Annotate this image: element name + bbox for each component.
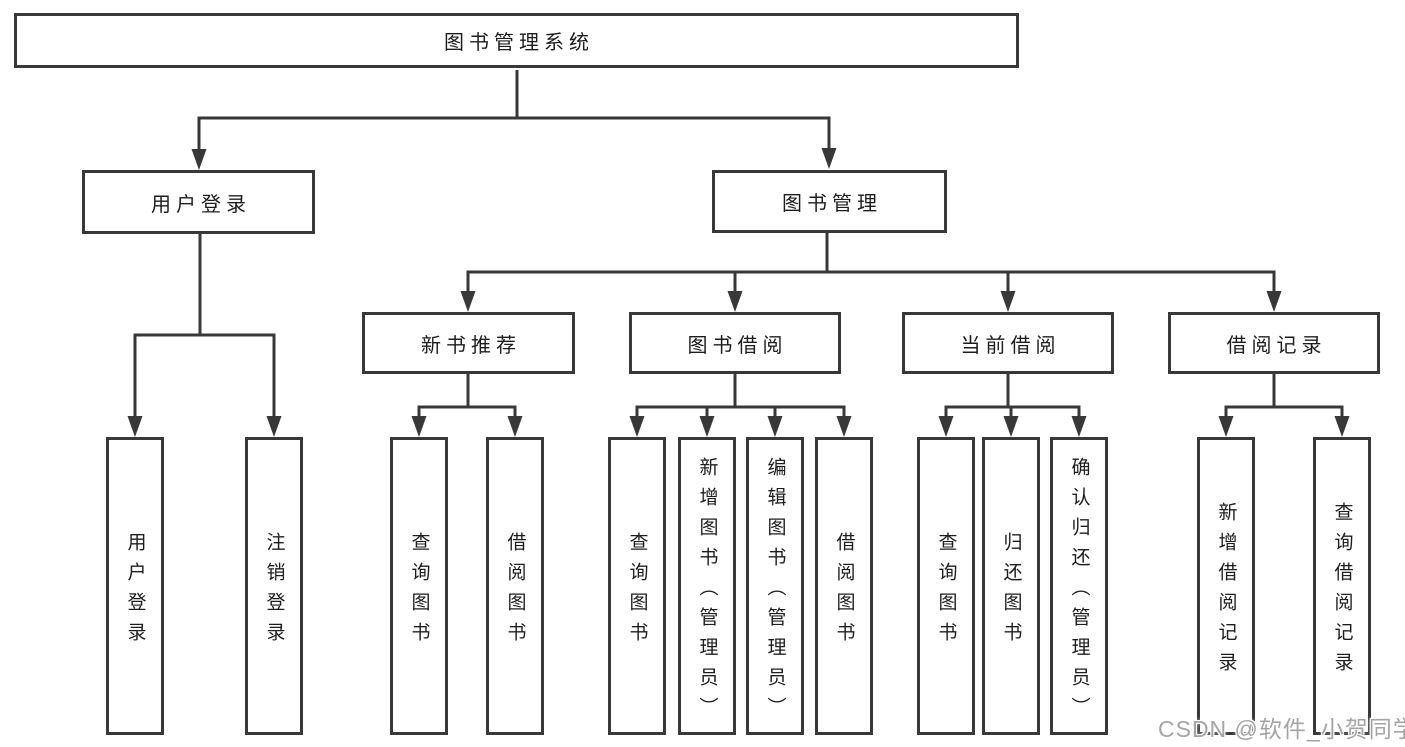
node-book-management: 图书管理 [712,170,947,233]
leaf-confirm-return-admin: 确认归还（管理员） [1050,437,1108,735]
leaf-query-borrow-record: 查询借阅记录 [1313,437,1371,735]
leaf-logout: 注销登录 [245,437,303,735]
node-root-label: 图书管理系统 [444,32,594,54]
node-borrow-records-label: 借阅记录 [1226,334,1327,357]
node-root: 图书管理系统 [14,13,1019,68]
leaf-query-borrow-record-label: 查询借阅记录 [1331,501,1353,682]
leaf-query-books-under-borrow: 查询图书 [608,437,666,735]
wire-new-book-group [417,374,517,420]
node-current-borrow: 当前借阅 [902,312,1114,374]
leaf-add-book-admin-label: 新增图书（管理员） [696,456,718,727]
node-book-management-label: 图书管理 [782,193,882,215]
leaf-borrow-books-under-borrow-label: 借阅图书 [833,531,855,652]
node-new-book-recommend: 新书推荐 [362,312,575,374]
node-user-login-label: 用户登录 [151,193,251,216]
leaf-borrow-books-under-recommend-label: 借阅图书 [504,531,526,652]
node-current-borrow-label: 当前借阅 [960,334,1061,357]
leaf-user-login: 用户登录 [106,437,164,735]
leaf-add-book-admin: 新增图书（管理员） [678,437,736,735]
node-book-borrow-label: 图书借阅 [687,334,788,357]
wire-user-login-group [133,234,276,419]
node-user-login: 用户登录 [82,170,315,234]
wire-book-borrow-group [635,374,846,420]
csdn-watermark: CSDN @软件_小贺同学 [1158,716,1405,742]
leaf-query-books-under-current-label: 查询图书 [935,531,957,652]
leaf-borrow-books-under-recommend: 借阅图书 [486,437,544,735]
leaf-edit-book-admin: 编辑图书（管理员） [746,437,804,735]
node-book-borrow: 图书借阅 [629,312,841,374]
leaf-logout-label: 注销登录 [263,531,285,652]
leaf-query-books-under-borrow-label: 查询图书 [626,531,648,652]
leaf-return-book: 归还图书 [982,437,1040,735]
wire-borrow-record-group [1224,374,1344,420]
node-borrow-records: 借阅记录 [1168,312,1380,374]
leaf-add-borrow-record: 新增借阅记录 [1197,437,1255,735]
leaf-confirm-return-admin-label: 确认归还（管理员） [1068,456,1090,727]
leaf-add-borrow-record-label: 新增借阅记录 [1215,501,1237,682]
wire-root-to-level2 [197,70,831,152]
node-new-book-recommend-label: 新书推荐 [421,334,521,357]
leaf-query-books-under-current: 查询图书 [917,437,975,735]
leaf-query-books-under-recommend: 查询图书 [390,437,448,735]
leaf-user-login-label: 用户登录 [124,531,146,652]
leaf-return-book-label: 归还图书 [1000,531,1022,652]
wire-book-management-group [466,233,1276,294]
wire-current-borrow-group [944,374,1081,420]
leaf-query-books-under-recommend-label: 查询图书 [408,531,430,652]
leaf-edit-book-admin-label: 编辑图书（管理员） [764,456,786,727]
leaf-borrow-books-under-borrow: 借阅图书 [815,437,873,735]
